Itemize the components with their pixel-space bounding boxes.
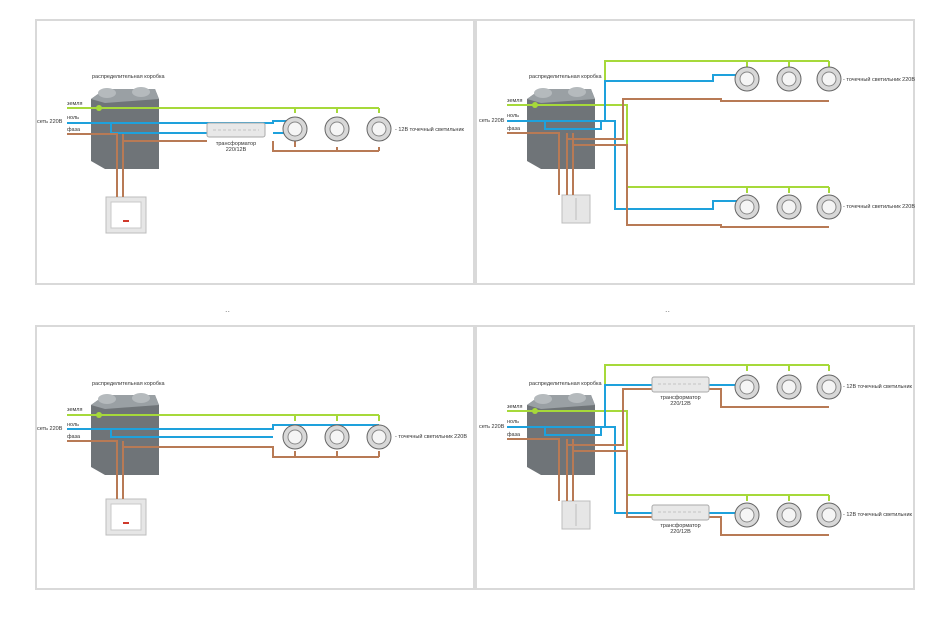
neutral-wire <box>67 424 379 430</box>
network-label: сеть 220В <box>479 118 505 124</box>
ground-wire <box>67 414 380 421</box>
junction-box-label: распределительная коробка <box>529 74 602 80</box>
diagram-panel-c: распределительная коробка земля ноль сет… <box>35 325 475 590</box>
transformer-top-label: трансформатор 220/12В <box>660 395 701 408</box>
spotlights-top <box>734 66 842 92</box>
wiring-diagram-d <box>507 364 842 536</box>
spotlights <box>282 116 392 142</box>
spotlights <box>282 424 392 450</box>
lamp-label: - точечный светильник 220В <box>395 434 467 440</box>
transformer-bottom-label: трансформатор 220/12В <box>660 523 701 536</box>
neutral-wire <box>507 74 747 210</box>
separator-right: .. <box>665 304 671 314</box>
ground-label: земля <box>507 404 523 410</box>
diagram-panel-b: распределительная коробка земля ноль сет… <box>475 19 915 285</box>
neutral-label: ноль <box>67 422 80 428</box>
phase-wire <box>507 98 829 228</box>
phase-label: фаза <box>67 127 81 133</box>
phase-wire <box>67 440 380 499</box>
phase-wire <box>507 388 829 536</box>
lamp-label: - 12В точечный светильник <box>395 127 464 133</box>
lamp-label-bottom: - точечный светильник 220В <box>843 204 915 210</box>
ground-label: земля <box>67 101 83 107</box>
junction-box-label: распределительная коробка <box>92 74 165 80</box>
junction-box-label: распределительная коробка <box>92 381 165 387</box>
lamp-label-top: - 12В точечный светильник <box>843 384 912 390</box>
ground-label: земля <box>67 407 83 413</box>
wiring-diagram-c <box>67 393 392 536</box>
lamp-label-bottom: - 12В точечный светильник <box>843 512 912 518</box>
diagram-panel-a: распределительная коробка земля ноль сет… <box>35 19 475 285</box>
phase-wire <box>67 133 124 197</box>
lamp-label-top: - точечный светильник 220В <box>843 77 915 83</box>
ground-label: земля <box>507 98 523 104</box>
network-label: сеть 220В <box>37 426 63 432</box>
phase-label: фаза <box>507 126 521 132</box>
transformer-label: трансформатор 220/12В <box>215 141 257 154</box>
neutral-label: ноль <box>67 115 80 121</box>
neutral-label: ноль <box>507 419 520 425</box>
wiring-diagram-a <box>67 87 392 234</box>
spotlights-bottom <box>734 502 842 528</box>
neutral-wire <box>507 384 747 514</box>
network-label: сеть 220В <box>37 119 63 125</box>
phase-label: фаза <box>507 432 521 438</box>
separator-left: .. <box>225 304 231 314</box>
diagram-panel-d: распределительная коробка земля ноль сет… <box>475 325 915 590</box>
spotlights-bottom <box>734 194 842 220</box>
junction-box-label: распределительная коробка <box>529 381 602 387</box>
phase-label: фаза <box>67 434 81 440</box>
wiring-diagram-b <box>507 60 842 228</box>
neutral-label: ноль <box>507 113 520 119</box>
spotlights-top <box>734 374 842 400</box>
network-label: сеть 220В <box>479 424 505 430</box>
